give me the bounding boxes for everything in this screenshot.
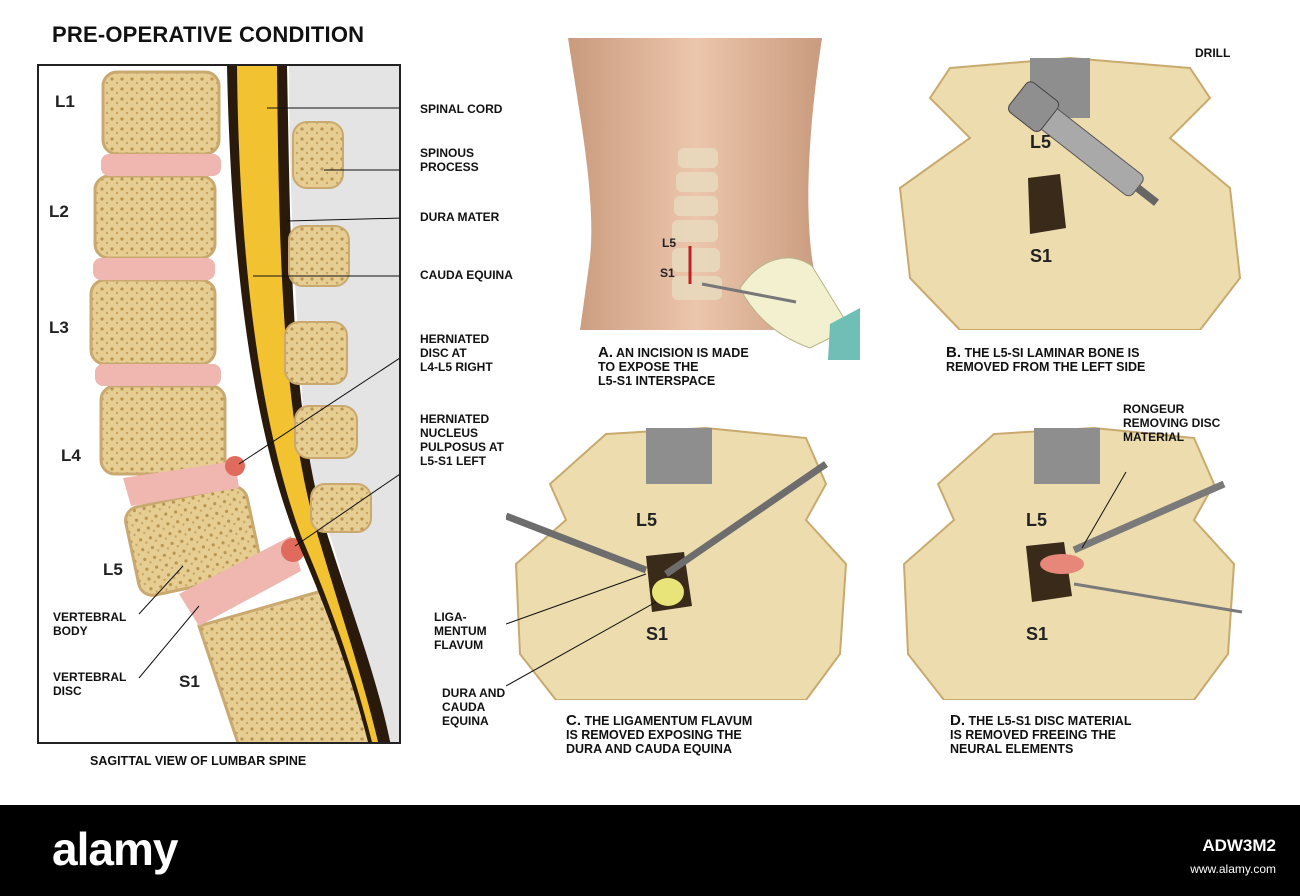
sagittal-spine-illustration bbox=[89, 66, 399, 742]
level-label-l1: L1 bbox=[55, 92, 75, 111]
drill-tool bbox=[1008, 81, 1159, 206]
spinous-processes bbox=[284, 121, 372, 533]
panel-c-illustration bbox=[506, 426, 848, 700]
panel-a-caption-text: AN INCISION IS MADE TO EXPOSE THE L5-S1 … bbox=[598, 346, 749, 388]
footer-bar bbox=[0, 805, 1300, 896]
panel-c-s1-label: S1 bbox=[646, 624, 669, 644]
level-label-l3: L3 bbox=[49, 318, 69, 337]
panel-c-caption: C. THE LIGAMENTUM FLAVUM IS REMOVED EXPO… bbox=[566, 712, 753, 756]
panel-c-l5-label: L5 bbox=[636, 510, 658, 530]
spinal-cord-shape bbox=[237, 66, 379, 742]
nerve-retractor bbox=[1073, 582, 1243, 614]
herniation-l4-l5 bbox=[225, 456, 245, 476]
vertebral-discs bbox=[93, 154, 305, 626]
panel-b-caption: B. THE L5-SI LAMINAR BONE IS REMOVED FRO… bbox=[946, 344, 1146, 374]
panel-a-s1-label: S1 bbox=[660, 266, 675, 280]
footer-side-text: www.alamy.com bbox=[1190, 862, 1276, 876]
forceps-left bbox=[506, 512, 648, 574]
label-herniated-nucleus: HERNIATED NUCLEUS PULPOSUS AT L5-S1 LEFT bbox=[420, 412, 505, 468]
label-dura-mater: DURA MATER bbox=[420, 210, 500, 224]
panel-a-letter: A. bbox=[598, 344, 613, 361]
sagittal-view-frame: L1 L2 L3 L4 L5 S1 VERTEBRAL BODY VERTEBR… bbox=[37, 64, 401, 744]
level-label-l4: L4 bbox=[61, 446, 81, 465]
panel-a-caption: A. AN INCISION IS MADE TO EXPOSE THE L5-… bbox=[598, 344, 749, 388]
panel-c-ligamentum-label: LIGA- MENTUM FLAVUM bbox=[434, 610, 487, 652]
label-vertebral-disc: VERTEBRAL DISC bbox=[53, 670, 127, 698]
panel-d-caption-text: THE L5-S1 DISC MATERIAL IS REMOVED FREEI… bbox=[950, 714, 1132, 756]
level-label-l2: L2 bbox=[49, 202, 69, 221]
rongeur-tool bbox=[1072, 480, 1226, 554]
level-label-s1: S1 bbox=[179, 672, 200, 691]
panel-b-illustration bbox=[898, 56, 1242, 330]
ligamentum-flavum-tissue bbox=[652, 578, 684, 606]
level-label-l5: L5 bbox=[103, 560, 123, 579]
panel-d-caption: D. THE L5-S1 DISC MATERIAL IS REMOVED FR… bbox=[950, 712, 1132, 756]
page-title: PRE-OPERATIVE CONDITION bbox=[52, 22, 365, 47]
vertebral-bodies bbox=[89, 70, 390, 742]
disc-material bbox=[1040, 554, 1084, 574]
panel-a-illustration bbox=[568, 38, 860, 360]
footer-image-id: ADW3M2 bbox=[1202, 836, 1276, 855]
label-herniated-disc: HERNIATED DISC AT L4-L5 RIGHT bbox=[420, 332, 493, 374]
panel-d-letter: D. bbox=[950, 712, 965, 729]
panel-a-l5-label: L5 bbox=[662, 236, 677, 250]
panel-c-caption-text: THE LIGAMENTUM FLAVUM IS REMOVED EXPOSIN… bbox=[566, 714, 753, 756]
label-spinous-process: SPINOUS PROCESS bbox=[420, 146, 479, 174]
label-vertebral-body: VERTEBRAL BODY bbox=[53, 610, 127, 638]
panel-d-illustration bbox=[902, 426, 1243, 700]
panel-b-caption-text: THE L5-SI LAMINAR BONE IS REMOVED FROM T… bbox=[946, 346, 1146, 374]
panel-d-s1-label: S1 bbox=[1026, 624, 1049, 644]
footer-brand-logo: alamy bbox=[52, 823, 178, 875]
panel-d-l5-label: L5 bbox=[1026, 510, 1048, 530]
panel-b-s1-label: S1 bbox=[1030, 246, 1053, 266]
forceps-right bbox=[664, 461, 828, 577]
label-cauda-equina: CAUDA EQUINA bbox=[420, 268, 513, 282]
panel-b-letter: B. bbox=[946, 344, 961, 361]
scalpel bbox=[701, 282, 797, 304]
sagittal-caption: SAGITTAL VIEW OF LUMBAR SPINE bbox=[90, 754, 307, 768]
laminotomy-defect bbox=[1028, 174, 1066, 234]
panel-d-rongeur-label: RONGEUR REMOVING DISC MATERIAL bbox=[1123, 402, 1221, 444]
label-spinal-cord: SPINAL CORD bbox=[420, 102, 503, 116]
panel-b-drill-label: DRILL bbox=[1195, 46, 1231, 60]
panel-b-l5-label: L5 bbox=[1030, 132, 1052, 152]
panel-c-dura-label: DURA AND CAUDA EQUINA bbox=[442, 686, 506, 728]
panel-c-letter: C. bbox=[566, 712, 581, 729]
